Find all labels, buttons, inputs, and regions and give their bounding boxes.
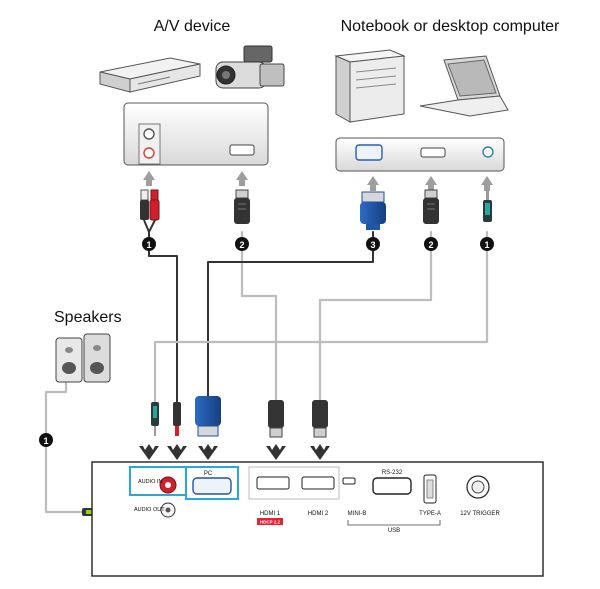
desktop-tower-icon (334, 49, 406, 123)
mini-b-label: MINI-B (348, 511, 367, 517)
pc-hdmi-plug (423, 189, 439, 224)
projector-hdmi-plugs (268, 400, 328, 438)
callout-vga: 3 (370, 240, 375, 250)
speakers-title: Speakers (54, 309, 122, 326)
rs232-port (372, 477, 412, 495)
usb-label: USB (388, 528, 400, 534)
hdmi1-label: HDMI 1 (260, 511, 281, 517)
hdcp-badge (257, 518, 283, 525)
computer-title: Notebook or desktop computer (341, 18, 560, 35)
rca-plugs (140, 189, 160, 235)
audio-in-label: AUDIO IN (138, 479, 162, 485)
callout-audio-rca: 1 (146, 240, 151, 250)
hdmi2-port (301, 476, 335, 490)
av-device-title: A/V device (154, 18, 231, 35)
laptop-icon (419, 55, 509, 117)
hdmi2-label: HDMI 2 (308, 511, 329, 517)
rs232-label: RS-232 (382, 470, 403, 476)
vga-plug (360, 191, 386, 230)
callouts: 1 2 3 2 1 1 (39, 237, 494, 447)
pc-highlight (185, 466, 239, 500)
usb-bracket (347, 520, 441, 526)
av-audio-left-jack (143, 128, 155, 140)
av-audio-right-jack (143, 147, 155, 159)
pc-vga-input (192, 477, 232, 495)
projector-vga-plug (195, 396, 221, 437)
audio-out-label: AUDIO OUT (134, 507, 165, 513)
pc-vga-port (355, 144, 383, 161)
callout-hdmi-av: 2 (239, 240, 244, 250)
callout-hdmi-pc: 2 (428, 240, 433, 250)
pc-audio-plug (483, 190, 492, 222)
hdcp-badge-label: HDCP 2.2 (260, 520, 281, 525)
pc-port-label: PC (204, 471, 213, 477)
mini-b-port (342, 477, 356, 485)
pc-audio-out-jack (482, 146, 494, 158)
camcorder-icon (215, 45, 285, 89)
hdmi1-port (256, 476, 290, 490)
trigger-label: 12V TRIGGER (460, 511, 500, 517)
hdmi-group (248, 466, 340, 500)
source-arrows (143, 171, 493, 191)
speakers-icon (55, 333, 111, 383)
pc-hdmi-port (420, 147, 446, 158)
av-hdmi-plug (234, 189, 250, 224)
type-a-label: TYPE-A (419, 511, 441, 517)
callout-speaker-cable: 1 (43, 436, 48, 446)
projector-arrows (118, 444, 330, 516)
av-hdmi-port (229, 144, 255, 156)
dvd-player-icon (99, 57, 201, 93)
projector-audio-plugs (151, 402, 181, 436)
callout-audio-pc: 1 (484, 240, 489, 250)
